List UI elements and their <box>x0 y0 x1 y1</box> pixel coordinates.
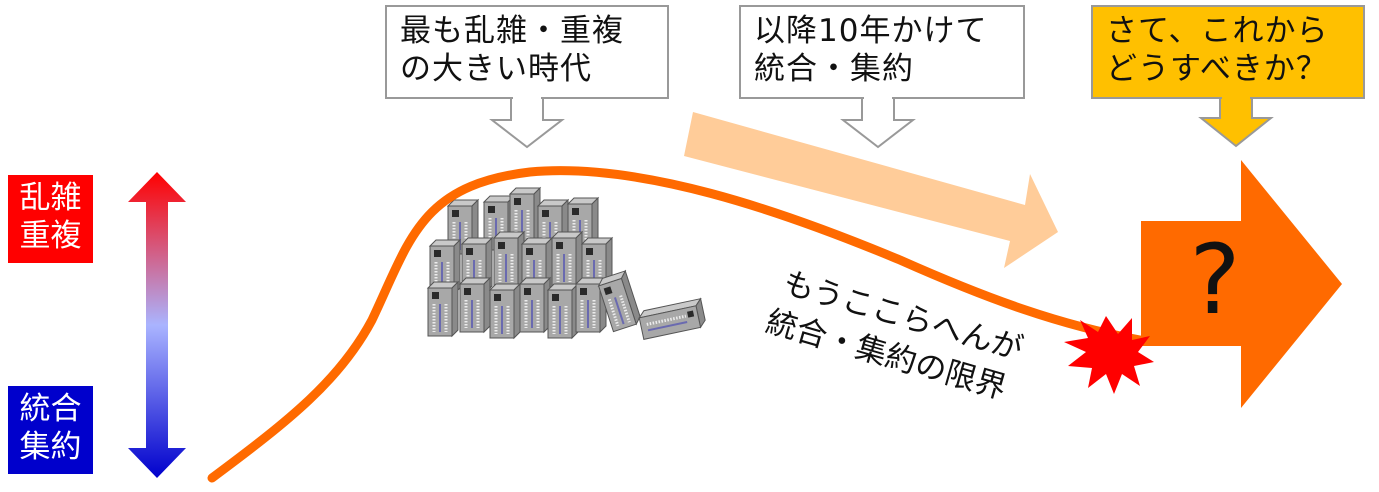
trend-arrow <box>684 112 1058 268</box>
callout-consolidation-decade: 以降10年かけて 統合・集約 <box>740 6 1024 98</box>
label-disorder-line-1: 乱雑 <box>19 180 82 216</box>
future-question-mark: ? <box>1189 224 1241 336</box>
callout-peak-era-line-1: 最も乱雑・重複 <box>400 13 624 49</box>
callout-shape-2 <box>739 5 1025 149</box>
callout-shape-1 <box>385 5 669 149</box>
label-consolidation: 統合 集約 <box>8 386 93 474</box>
callout-shape-3 <box>1091 5 1365 148</box>
callout-peak-era: 最も乱雑・重複 の大きい時代 <box>386 6 668 98</box>
trend-curve <box>207 166 1145 483</box>
future-arrow <box>1141 160 1342 408</box>
callout-peak-era-line-2: の大きい時代 <box>400 51 592 87</box>
callout-what-next: さて、これから どうすべきか？ <box>1092 6 1364 98</box>
label-consolidation-line-1: 統合 <box>19 391 82 427</box>
label-disorder-line-2: 重複 <box>19 218 82 254</box>
server-cluster-icon <box>426 186 706 340</box>
label-disorder: 乱雑 重複 <box>8 175 93 263</box>
callout-what-next-line-2: どうすべきか？ <box>1106 51 1328 87</box>
callout-consolidation-decade-line-1: 以降10年かけて <box>754 13 988 49</box>
scale-arrow <box>128 172 186 478</box>
label-consolidation-line-2: 集約 <box>19 429 82 465</box>
burst-icon <box>1064 316 1154 394</box>
callout-consolidation-decade-line-2: 統合・集約 <box>754 51 914 87</box>
callout-what-next-line-1: さて、これから <box>1106 13 1329 49</box>
